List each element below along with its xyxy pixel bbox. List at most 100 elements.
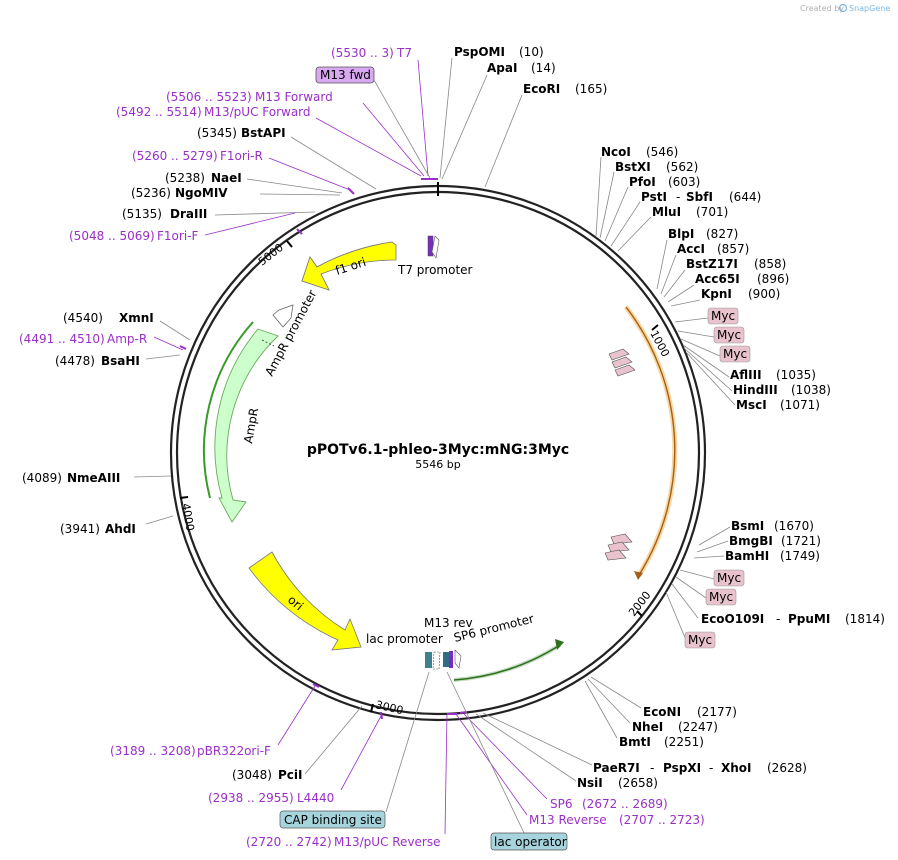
m13-puc-reverse-leader <box>444 713 448 835</box>
acc65i-name: Acc65I <box>695 272 740 286</box>
psti-leader <box>610 201 641 247</box>
credit-text: Created by <box>800 4 844 13</box>
econi-name: EcoNI <box>643 705 681 719</box>
ampr-strand-line <box>202 321 254 499</box>
psti-pos: (644) <box>729 190 761 204</box>
f1ori-r-primer-mark <box>347 187 355 195</box>
t7-promoter-arrow <box>431 235 440 259</box>
m13-puc-forward-leader <box>315 117 422 177</box>
pbr322-range: (3189 .. 3208) <box>110 744 196 758</box>
bmti-pos: (2251) <box>664 735 704 749</box>
bamhi-leader <box>693 555 725 559</box>
nhei-pos: (2247) <box>678 720 718 734</box>
bmgbi-pos: (1721) <box>781 534 821 548</box>
sp6-primer-name: SP6 <box>550 797 573 811</box>
pcii-name: PciI <box>278 768 303 782</box>
orange-feature-arc <box>625 306 676 576</box>
bsahi-leader <box>145 354 181 360</box>
apai-leader <box>441 74 488 180</box>
l4440-range: (2938 .. 2955) <box>208 791 294 805</box>
naei-name: NaeI <box>211 171 242 185</box>
f1ori-f-name: F1ori-F <box>157 229 198 243</box>
sp6-primer-leader <box>463 713 548 800</box>
lac-promoter-label: lac promoter <box>366 632 443 646</box>
ecoo109i-pos: (1814) <box>845 612 885 626</box>
bsahi-name: BsaHI <box>101 354 140 368</box>
myc-box-3-leader <box>680 338 721 357</box>
acci-leader <box>660 254 677 295</box>
l4440-leader <box>340 715 382 791</box>
f1ori-f-leader <box>204 212 296 236</box>
tick-4000-label: 4000 <box>179 502 197 532</box>
draiii-name: DraIII <box>170 207 207 221</box>
m13-fwd-box <box>315 66 375 84</box>
lac-operator-leader <box>446 671 526 836</box>
myc-box-5-leader <box>675 576 707 599</box>
t7-primer-leader <box>417 59 429 177</box>
pcii-pos: (3048) <box>232 768 272 782</box>
myc-box-1 <box>707 307 739 325</box>
psti-name: PstI <box>641 190 667 204</box>
bstapi-pos: (5345) <box>197 126 237 140</box>
msci-leader <box>685 351 736 406</box>
paer7i-pos: (2628) <box>767 761 807 775</box>
bstz17i-pos: (858) <box>754 257 786 271</box>
mlui-name: MluI <box>652 205 681 219</box>
t7-promoter-label: T7 promoter <box>397 263 473 277</box>
lac-operator-box <box>490 832 568 851</box>
pspomi-name: PspOMI <box>454 45 505 59</box>
nmeaiii-pos: (4089) <box>22 471 62 485</box>
draiii-pos: (5135) <box>122 207 162 221</box>
f1-ori-arrow-body <box>301 241 397 291</box>
tick-3000-mark <box>370 703 374 713</box>
ncoi-pos: (546) <box>646 145 678 159</box>
bstapi-name: BstAPI <box>241 126 286 140</box>
bamhi-name: BamHI <box>725 549 769 563</box>
l4440-name: L4440 <box>297 791 334 805</box>
ampr-primer-leader <box>153 336 184 351</box>
paer7i-name: PaeR7I <box>593 761 640 775</box>
nmeaiii-name: NmeAIII <box>67 471 120 485</box>
ampr-promoter-label: AmpR promoter <box>262 288 319 379</box>
xmni-pos: (4540) <box>63 311 103 325</box>
m13-forward-leader <box>362 102 425 177</box>
ahdi-leader <box>145 515 174 525</box>
afliii-name: AflIII <box>730 368 762 382</box>
ecoo109i-name: EcoO109I <box>701 612 764 626</box>
nhei-name: NheI <box>632 720 663 734</box>
myc-box-2-leader <box>677 330 715 338</box>
ncoi-leader <box>595 156 602 237</box>
f1ori-r-leader <box>268 157 351 191</box>
nsii-name: NsiI <box>577 776 603 790</box>
acc65i-pos: (896) <box>757 272 789 286</box>
paer7i-dash1: - <box>650 761 654 775</box>
pfoi-leader <box>604 186 629 242</box>
bsmi-leader <box>698 526 731 546</box>
mlui-pos: (701) <box>696 205 728 219</box>
hindiii-pos: (1038) <box>791 383 831 397</box>
pbr322-leader <box>277 685 316 746</box>
myc-box-3-label: Myc <box>723 347 747 361</box>
brand-text: SnapGene <box>849 4 890 13</box>
myc-box-3 <box>719 345 751 363</box>
afliii-leader <box>682 344 730 378</box>
bmti-name: BmtI <box>619 735 651 749</box>
myc-feature-1 <box>608 348 630 361</box>
xmni-leader <box>159 320 191 341</box>
plasmid-name: pPOTv6.1-phleo-3Myc:mNG:3Myc <box>307 442 569 458</box>
nsii-pos: (2658) <box>618 776 658 790</box>
apai-pos: (14) <box>531 61 556 75</box>
orange-feature-arrowhead <box>634 571 643 580</box>
plasmid-size: 5546 bp <box>415 458 460 471</box>
ori-arrow <box>248 551 362 651</box>
myc-box-1-label: Myc <box>711 309 735 323</box>
cap-binding-label: CAP binding site <box>284 813 382 827</box>
bmti-leader <box>584 680 618 739</box>
kpni-name: KpnI <box>701 287 732 301</box>
ecori-name: EcoRI <box>523 82 560 96</box>
ampr-primer-name: Amp-R <box>107 332 147 346</box>
kpni-pos: (900) <box>748 287 780 301</box>
acci-name: AccI <box>677 242 705 256</box>
myc-box-6-leader <box>665 591 687 641</box>
f1ori-r-range: (5260 .. 5279) <box>132 149 218 163</box>
